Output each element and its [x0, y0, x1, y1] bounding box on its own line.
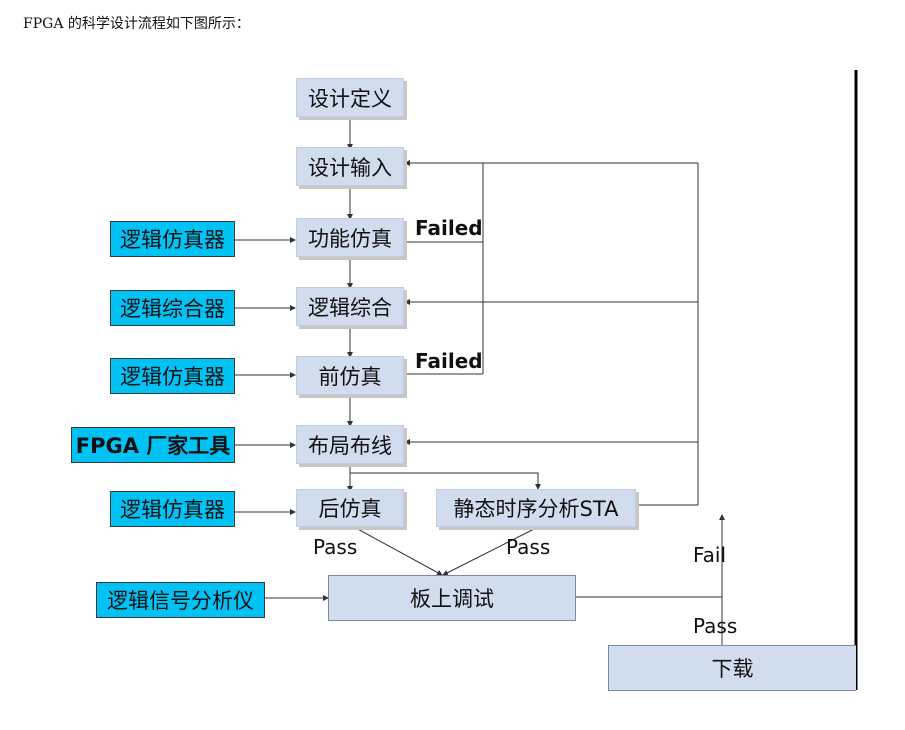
- label-pass-sta: Pass: [506, 535, 551, 559]
- tool-logic-simulator-2: 逻辑仿真器: [110, 358, 235, 394]
- tool-logic-simulator-3: 逻辑仿真器: [110, 491, 235, 527]
- arrow-pr-to-sta: [350, 472, 541, 490]
- step-post-simulation: 后仿真: [296, 489, 404, 527]
- step-functional-simulation: 功能仿真: [296, 218, 404, 257]
- step-design-input: 设计输入: [296, 147, 404, 186]
- step-board-debug: 板上调试: [328, 575, 576, 621]
- label-failed-functional: Failed: [415, 216, 483, 240]
- arrow-postsim-to-board: [353, 526, 443, 576]
- label-pass-post-sim: Pass: [313, 535, 358, 559]
- tool-logic-synthesizer: 逻辑综合器: [110, 290, 235, 326]
- label-pass-download: Pass: [693, 614, 738, 638]
- step-download: 下载: [608, 645, 856, 691]
- step-logic-synthesis: 逻辑综合: [296, 287, 404, 326]
- tool-fpga-vendor: FPGA 厂家工具: [71, 427, 235, 463]
- label-failed-pre-sim: Failed: [415, 349, 483, 373]
- intro-text: FPGA 的科学设计流程如下图所示：: [23, 16, 250, 32]
- arrow-sta-to-board: [442, 526, 539, 576]
- label-fail-board: Fail: [693, 543, 727, 567]
- step-design-definition: 设计定义: [296, 78, 404, 117]
- step-static-timing-analysis: 静态时序分析STA: [436, 489, 636, 527]
- step-place-and-route: 布局布线: [296, 425, 404, 464]
- step-pre-simulation: 前仿真: [296, 356, 404, 395]
- tool-logic-simulator-1: 逻辑仿真器: [110, 221, 235, 257]
- tool-logic-analyzer: 逻辑信号分析仪: [96, 582, 265, 618]
